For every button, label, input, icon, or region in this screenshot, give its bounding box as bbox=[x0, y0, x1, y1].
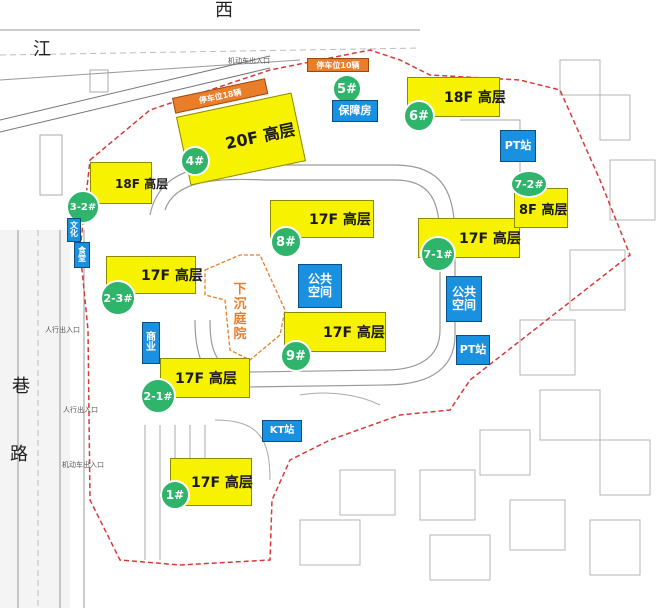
building-3-2-badge: 3-2# bbox=[66, 190, 100, 224]
building-2-3-badge: 2-3# bbox=[100, 280, 136, 316]
pt-station-1: PT站 bbox=[500, 130, 536, 162]
kt-station: KT站 bbox=[262, 420, 302, 442]
commercial-block: 商 业 bbox=[142, 322, 160, 364]
building-4-label: 20F 高层 bbox=[223, 119, 297, 154]
public-space-2: 公共 空间 bbox=[446, 276, 482, 322]
building-7-2-badge: 7-2# bbox=[510, 170, 548, 198]
building-7-2-label: 8F 高层 bbox=[519, 202, 568, 218]
public-space-1: 公共 空间 bbox=[298, 264, 342, 308]
pt-station-2: PT站 bbox=[456, 335, 490, 365]
road-name-left-2: 巷 bbox=[12, 376, 30, 397]
road-name-left-1: 江 bbox=[33, 39, 51, 60]
entrance-pedestrian-1: 人行出入口 bbox=[45, 326, 80, 334]
building-4-badge: 4# bbox=[180, 146, 210, 176]
building-1-badge: 1# bbox=[160, 480, 190, 510]
building-9-label: 17F 高层 bbox=[323, 325, 385, 341]
affordable-housing-block: 保障房 bbox=[332, 100, 378, 122]
building-6-badge: 6# bbox=[403, 100, 435, 132]
road-name-left-3: 路 bbox=[10, 444, 28, 465]
entrance-pedestrian-2: 人行出入口 bbox=[63, 406, 98, 414]
sunken-courtyard-label: 下 沉 庭 院 bbox=[233, 282, 247, 342]
building-3-2-label: 18F 高层 bbox=[115, 176, 169, 191]
canteen-block: 食 堂 bbox=[74, 242, 90, 268]
parking-strip-10: 停车位10辆 bbox=[307, 58, 369, 72]
building-7-1-badge: 7-1# bbox=[420, 236, 456, 272]
building-2-3-label: 17F 高层 bbox=[141, 268, 203, 284]
building-8-label: 17F 高层 bbox=[309, 212, 371, 228]
building-9-badge: 9# bbox=[280, 340, 312, 372]
building-8-badge: 8# bbox=[270, 226, 302, 258]
building-7-1-label: 17F 高层 bbox=[459, 231, 521, 247]
building-2-1-badge: 2-1# bbox=[140, 378, 176, 414]
building-3-2: 18F 高层 bbox=[90, 162, 168, 204]
entrance-vehicle-top: 机动车出入口 bbox=[228, 57, 270, 65]
entrance-vehicle-left: 机动车出入口 bbox=[62, 461, 104, 469]
road-name-top: 西 bbox=[215, 0, 233, 21]
culture-block: 文 化 bbox=[67, 218, 81, 242]
building-2-1-label: 17F 高层 bbox=[175, 371, 237, 387]
building-1-label: 17F 高层 bbox=[191, 475, 253, 491]
building-6-label: 18F 高层 bbox=[444, 90, 506, 106]
building-2-3: 17F 高层 bbox=[106, 256, 203, 294]
